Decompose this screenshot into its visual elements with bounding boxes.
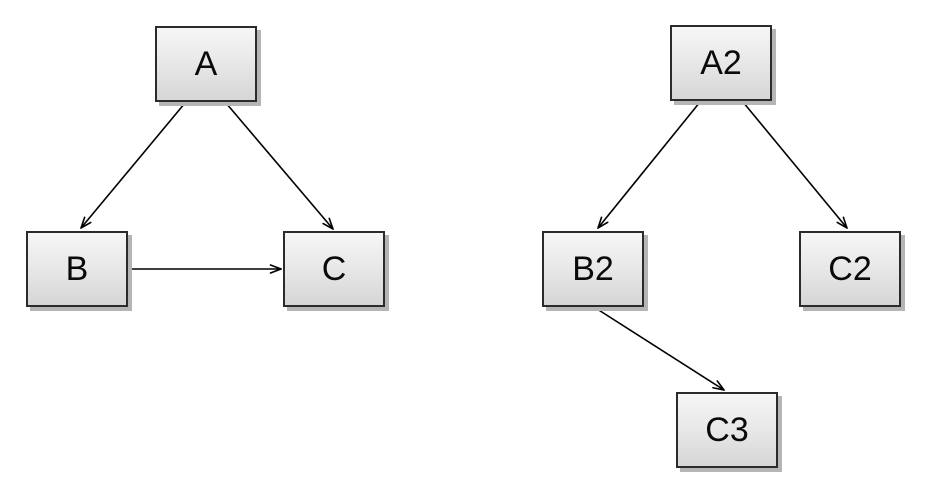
node-b-label: B — [65, 249, 89, 288]
edge-b2-to-c3 — [593, 306, 724, 390]
edge-a-to-b — [81, 102, 186, 228]
node-a2-label: A2 — [700, 43, 742, 82]
node-c2[interactable]: C2 — [799, 231, 901, 307]
edge-a-to-c — [225, 102, 333, 229]
node-b[interactable]: B — [26, 231, 128, 307]
node-c[interactable]: C — [283, 231, 385, 307]
node-c3-label: C3 — [705, 410, 749, 449]
node-a-label: A — [194, 44, 218, 83]
node-b2[interactable]: B2 — [542, 231, 644, 307]
node-a2[interactable]: A2 — [670, 25, 772, 101]
node-b2-label: B2 — [572, 249, 614, 288]
node-c3[interactable]: C3 — [676, 392, 778, 468]
edge-a2-to-b2 — [598, 101, 701, 228]
edge-a2-to-c2 — [742, 101, 847, 228]
node-c2-label: C2 — [828, 249, 872, 288]
node-a[interactable]: A — [155, 26, 257, 102]
node-c-label: C — [321, 249, 347, 288]
